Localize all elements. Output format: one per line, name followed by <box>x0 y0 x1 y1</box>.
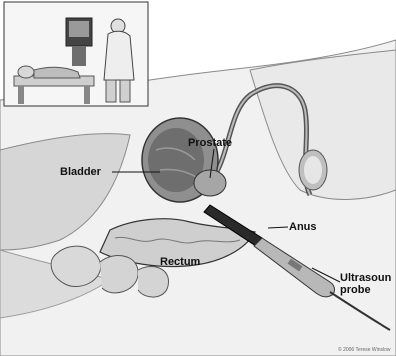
label-bladder: Bladder <box>60 166 101 178</box>
inset-patient-scene <box>4 2 148 106</box>
label-prostate: Prostate <box>188 137 232 149</box>
label-rectum: Rectum <box>160 256 200 268</box>
label-anus: Anus <box>289 221 317 233</box>
copyright-text: © 2006 Terese Winslow <box>338 347 391 353</box>
label-ultrasound-probe: Ultrasoun probe <box>340 272 396 296</box>
prostate-organ <box>194 170 226 196</box>
